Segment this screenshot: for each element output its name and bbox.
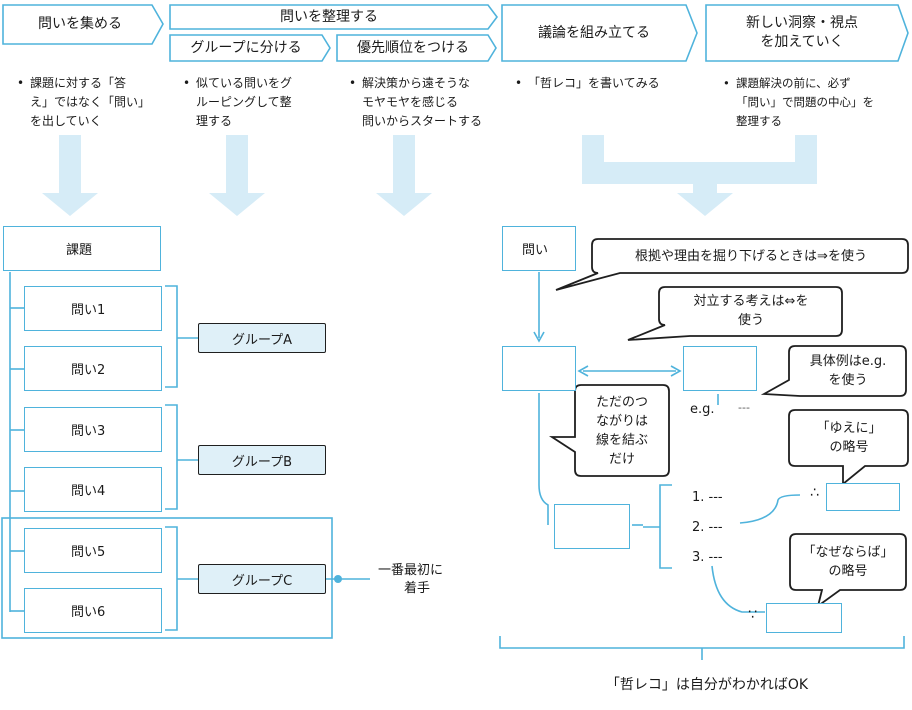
bullet-priority-line3: 問いからスタートする [362, 114, 483, 128]
question-box-6: 問い6 [24, 588, 162, 633]
right-because-box [766, 603, 842, 633]
header-chevron-4 [705, 4, 909, 62]
bubble-5-text: 「ゆえに」 の略号 [792, 412, 906, 464]
bubble-3-line2: を使う [828, 373, 868, 388]
bullet-group: • 似ている問いをグ ルーピングして整 理する [183, 74, 326, 131]
because-symbol: ∵ [748, 607, 757, 623]
list-item-2: 2. --- [692, 520, 723, 535]
bubble-3-text: 具体例はe.g. を使う [792, 348, 904, 394]
right-question-box: 問い [502, 226, 576, 271]
header-priority: 優先順位をつける [357, 39, 469, 56]
left-tree [1, 272, 370, 639]
down-arrow-3 [376, 135, 432, 216]
right-tree [499, 272, 905, 660]
bullet-group-line2: ルーピングして整 [196, 95, 292, 109]
eg-dash: --- [738, 401, 750, 414]
bubble-1 [555, 238, 909, 291]
bullet-collect-line2: え」ではなく「問い」 [30, 95, 151, 109]
bubble-4-text: ただのつ ながりは 線を結ぶ だけ [578, 388, 666, 474]
question-box-4: 問い4 [24, 467, 162, 512]
bubble-6 [789, 533, 907, 609]
task-box: 課題 [3, 226, 161, 271]
bubble-5-line1: 「ゆえに」 [816, 421, 882, 436]
header-insight: 新しい洞察・視点 を加えていく [706, 8, 898, 58]
header-insight-line1: 新しい洞察・視点 [746, 15, 858, 31]
right-node-box-1 [502, 346, 576, 391]
bullet-priority-line1: 解決策から遠そうな [362, 76, 471, 90]
bullet-collect-line3: を出していく [30, 114, 102, 128]
header-chevron-2b [336, 34, 497, 62]
first-step-note: 一番最初に 着手 [378, 562, 488, 598]
header-chevron-3 [501, 4, 698, 62]
right-node-box-2 [683, 346, 757, 391]
eg-label: e.g. [690, 402, 715, 417]
speech-bubbles [548, 238, 909, 609]
bullet-insight-line1: 課題解決の前に、必ず [736, 76, 851, 90]
header-chevron-2 [169, 4, 498, 30]
bubble-6-line1: 「なぜならば」 [802, 545, 894, 560]
first-step-line2: 着手 [404, 581, 431, 596]
bubble-2-line2: 使う [737, 313, 764, 328]
right-therefore-box [826, 483, 900, 511]
question-box-3: 問い3 [24, 407, 162, 452]
group-c: グループC [198, 564, 326, 594]
header-insight-line2: を加えていく [760, 34, 844, 50]
bubble-3-line1: 具体例はe.g. [809, 354, 887, 369]
first-step-line1: 一番最初に [378, 563, 444, 578]
down-arrow-2 [209, 135, 265, 216]
header-organize: 問いを整理する [280, 8, 378, 25]
bubble-3 [760, 345, 907, 397]
question-box-1: 問い1 [24, 286, 162, 331]
bullet-priority-line2: モヤモヤを感じる [362, 95, 459, 109]
bubble-4-line3: 線を結ぶ [595, 433, 648, 448]
header-collect: 問いを集める [38, 16, 122, 32]
bubble-4-line2: ながりは [595, 414, 648, 429]
bullet-collect: • 課題に対する「答 え」ではなく「問い」 を出していく [17, 74, 160, 131]
bullet-group-line3: 理する [196, 114, 233, 128]
bullet-priority: • 解決策から遠そうな モヤモヤを感じる 問いからスタートする [349, 74, 502, 131]
question-box-5: 問い5 [24, 528, 162, 573]
bullet-argue: • 「哲レコ」を書いてみる [515, 74, 698, 93]
list-item-1: 1. --- [692, 490, 723, 505]
list-item-3: 3. --- [692, 550, 723, 565]
bullet-insight: • 課題解決の前に、必ず 「問い」で問題の中心」を 整理する [723, 74, 906, 131]
bubble-2-line1: 対立する考えは⇔を [693, 294, 809, 309]
merge-arrow [582, 135, 817, 216]
bullet-argue-line1: 「哲レコ」を書いてみる [528, 76, 660, 90]
right-node-box-3 [554, 504, 630, 549]
therefore-symbol: ∴ [810, 485, 819, 501]
bubble-4-line4: だけ [608, 452, 635, 467]
bubble-2 [627, 286, 843, 341]
header-chevron-1 [2, 4, 164, 45]
first-step-dot [334, 575, 342, 583]
bullet-collect-line1: 課題に対する「答 [30, 76, 127, 90]
bubble-4-line1: ただのつ [595, 395, 648, 410]
header-group: グループに分ける [190, 39, 302, 56]
bullet-insight-line3: 整理する [736, 114, 782, 128]
question-box-2: 問い2 [24, 346, 162, 391]
bubble-5-line2: の略号 [829, 440, 869, 455]
header-argue: 議論を組み立てる [538, 24, 650, 41]
down-arrow-1 [42, 135, 98, 216]
footer-note: 「哲レコ」は自分がわかればOK [605, 677, 809, 693]
bubble-2-text: 対立する考えは⇔を 使う [662, 288, 840, 334]
bubble-6-text: 「なぜならば」 の略号 [792, 536, 904, 588]
bubble-6-line2: の略号 [828, 564, 868, 579]
header-chevron-2a [169, 34, 331, 62]
bubble-5 [788, 409, 909, 486]
group-a: グループA [198, 323, 326, 353]
bullet-group-line1: 似ている問いをグ [196, 76, 293, 90]
flow-arrows [42, 135, 817, 216]
bullet-insight-line2: 「問い」で問題の中心」を [736, 95, 874, 109]
bubble-1-text: 根拠や理由を掘り下げるときは⇒を使う [635, 248, 867, 264]
group-b: グループB [198, 445, 326, 475]
